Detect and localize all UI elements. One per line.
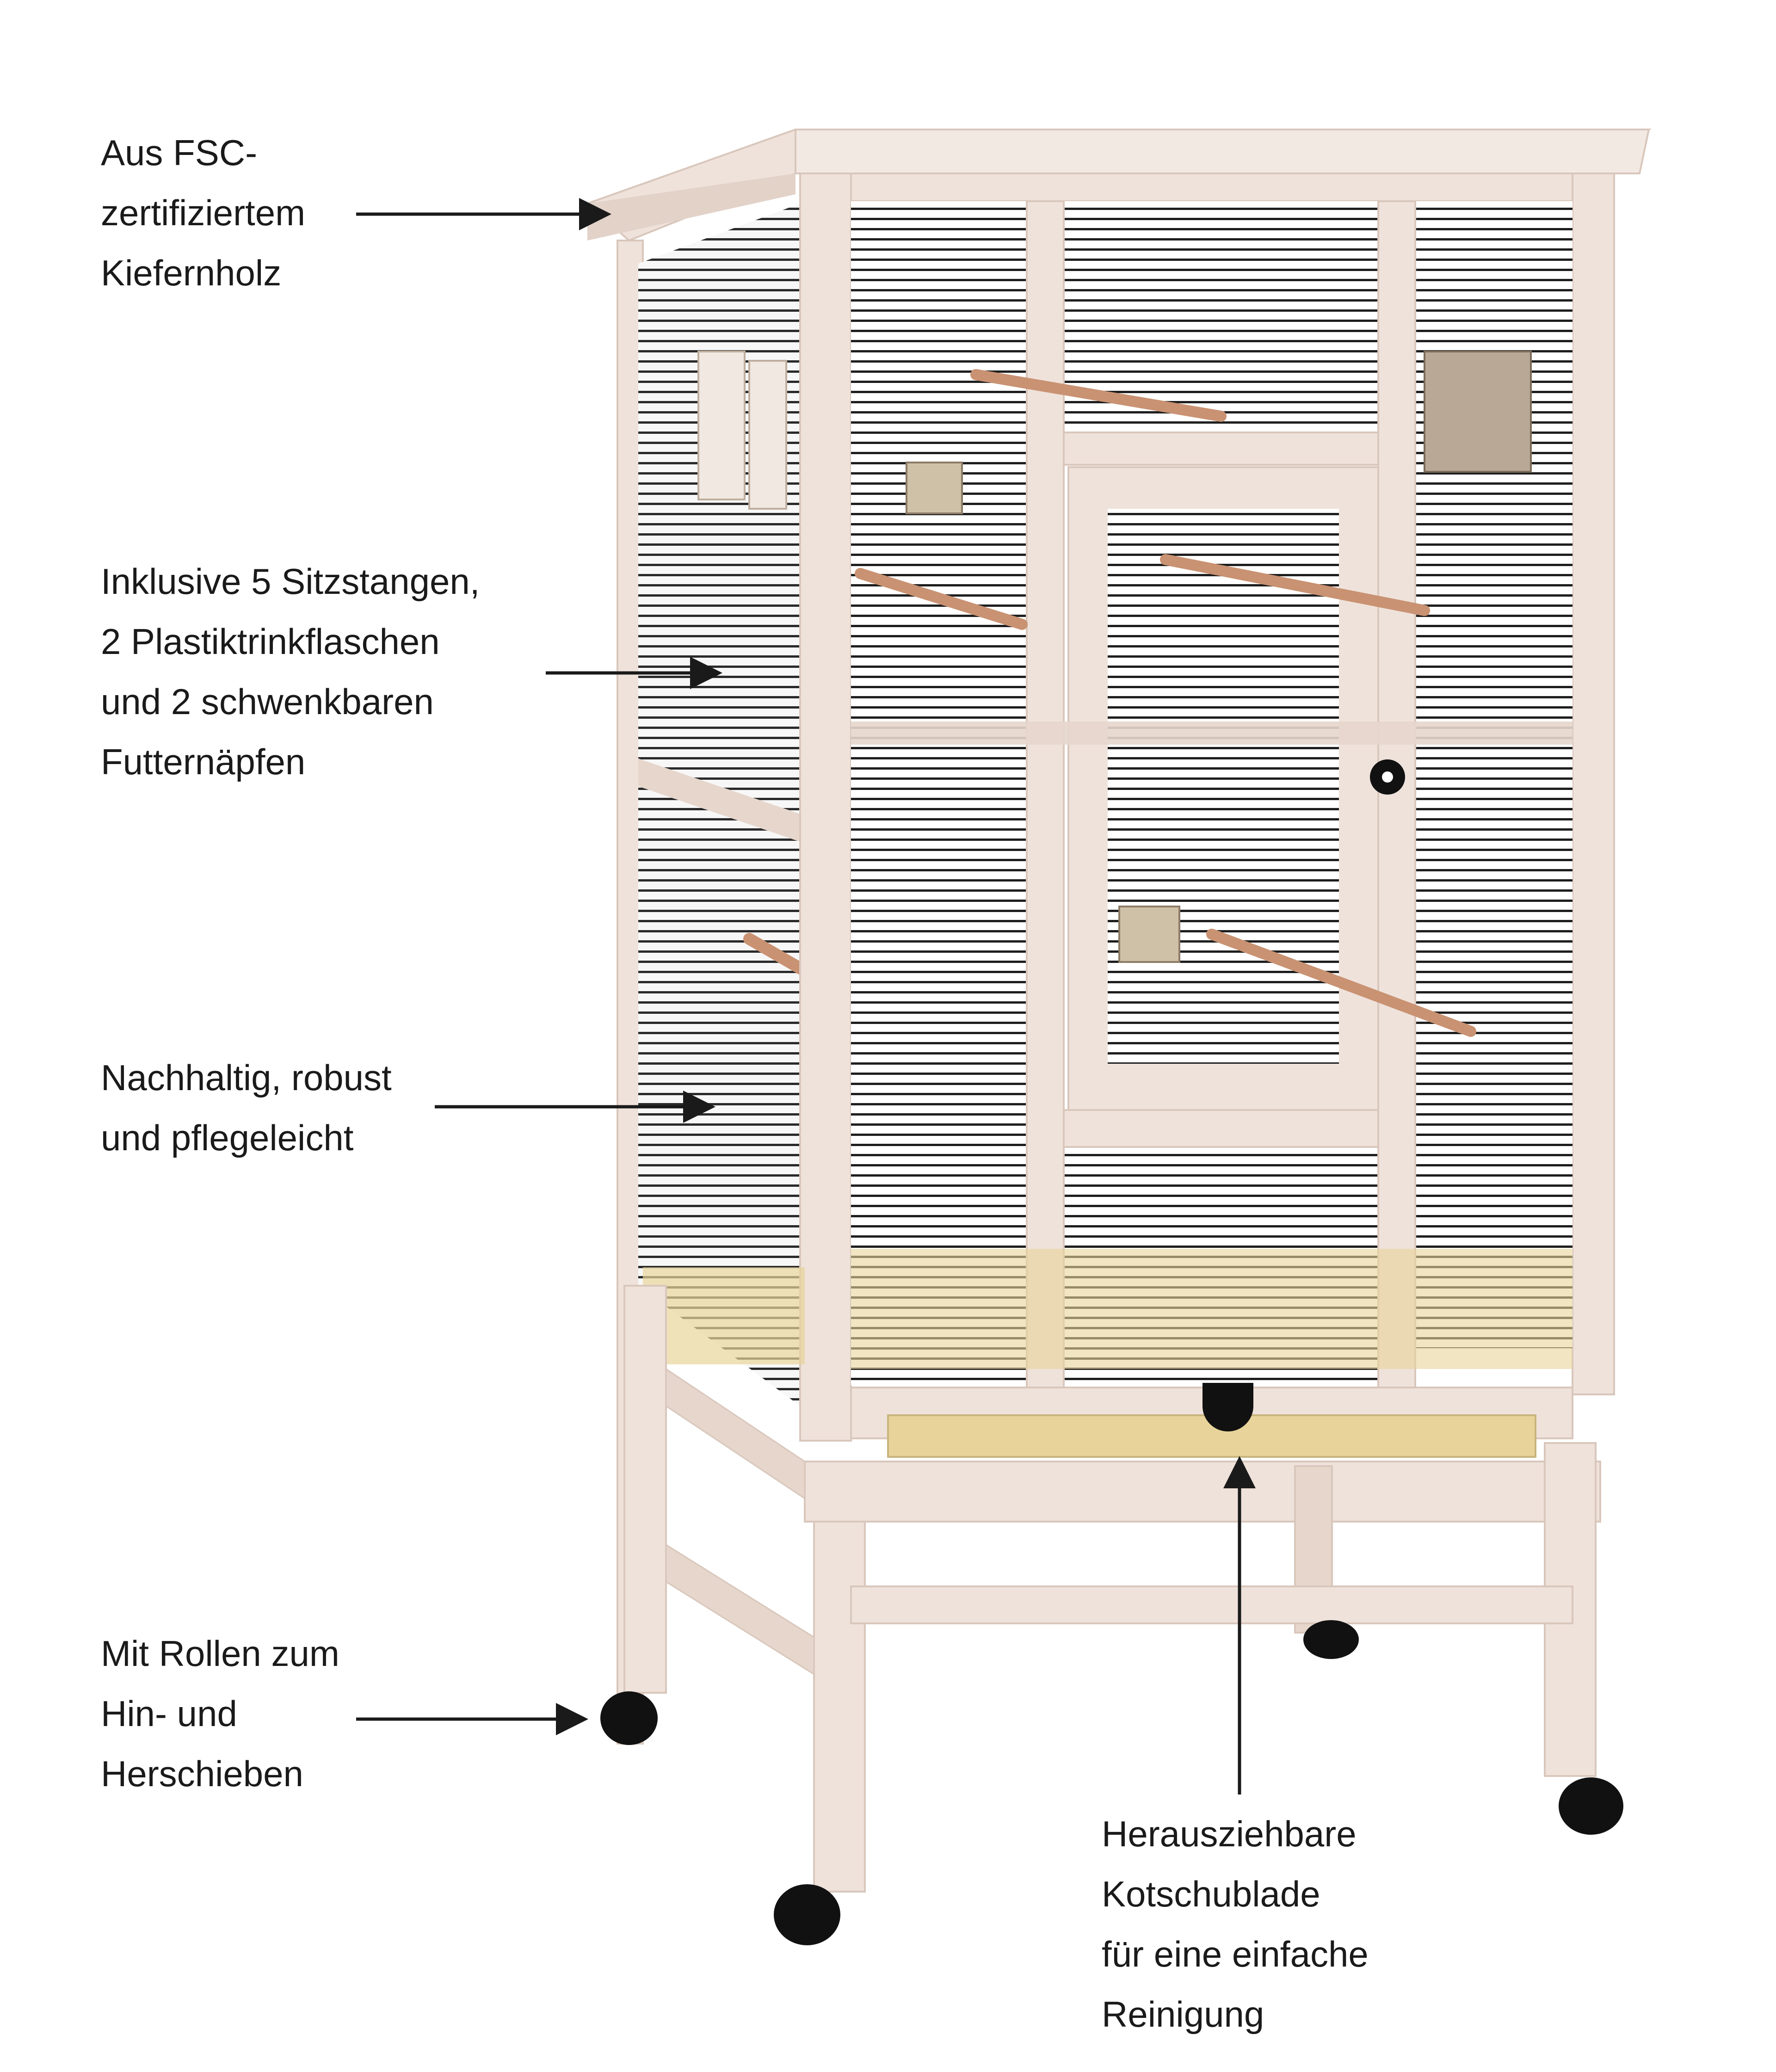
- stand: [623, 1285, 1601, 1893]
- callout-arrows: [356, 198, 1256, 1794]
- callout-drawer: Herausziehbare Kotschublade für eine ein…: [1102, 1804, 1369, 2044]
- callout-line: Kiefernholz: [101, 253, 282, 293]
- cage-front-frame: [799, 173, 1615, 1442]
- wheels: [600, 1620, 1623, 1945]
- callout-line: und 2 schwenkbaren: [101, 681, 434, 722]
- cage-door: [1067, 466, 1405, 1111]
- callout-line: für eine einfache: [1102, 1934, 1369, 1974]
- callout-line: zertifiziertem: [101, 192, 306, 233]
- feeders: [906, 351, 1532, 963]
- callout-wheels: Mit Rollen zum Hin- und Herschieben: [101, 1623, 339, 1804]
- pull-out-drawer: [643, 1249, 1573, 1458]
- callout-line: Herausziehbare: [1102, 1813, 1357, 1854]
- callout-line: Inklusive 5 Sitzstangen,: [101, 561, 480, 602]
- perches: [855, 369, 1476, 1037]
- callout-line: Aus FSC-: [101, 132, 258, 173]
- callout-line: Mit Rollen zum: [101, 1633, 339, 1674]
- cage-front-wire: [851, 201, 1572, 1388]
- cage-stiles: [1026, 200, 1416, 1423]
- callout-line: und pflegeleicht: [101, 1117, 354, 1158]
- callout-line: Reinigung: [1102, 1994, 1264, 2035]
- callout-line: 2 Plastiktrinkflaschen: [101, 621, 440, 662]
- callout-line: Hin- und: [101, 1693, 237, 1734]
- callout-line: Herschieben: [101, 1753, 303, 1794]
- cage-side-panel: [617, 204, 963, 1745]
- callout-accessories: Inklusive 5 Sitzstangen, 2 Plastiktrinkf…: [101, 551, 480, 792]
- callout-line: Futternäpfen: [101, 741, 306, 782]
- cage-shelf: [851, 722, 1572, 745]
- callout-line: Kotschublade: [1102, 1874, 1320, 1914]
- callout-material: Aus FSC- zertifiziertem Kiefernholz: [101, 123, 305, 303]
- callout-line: Nachhaltig, robust: [101, 1057, 392, 1098]
- callout-durability: Nachhaltig, robust und pflegeleicht: [101, 1048, 392, 1168]
